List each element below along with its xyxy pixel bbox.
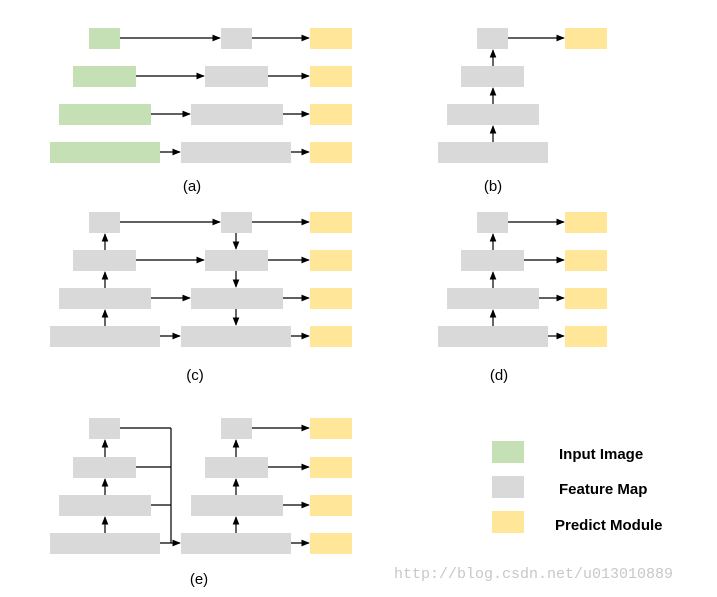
legend: Input Image Feature Map Predict Module [492, 441, 663, 534]
watermark: http://blog.csdn.net/u013010889 [394, 566, 674, 583]
predict-module-box [565, 288, 607, 309]
panel-label-c: (c) [186, 367, 204, 384]
panel-d: (d) [438, 212, 607, 384]
predict-module-box [310, 104, 352, 125]
input-image-box [89, 28, 120, 49]
predict-module-box [565, 250, 607, 271]
feature-map-box [89, 212, 120, 233]
feature-map-box [221, 418, 252, 439]
input-image-box [73, 66, 136, 87]
predict-module-box [310, 250, 352, 271]
predict-module-box [310, 288, 352, 309]
panel-label-d: (d) [490, 367, 508, 384]
feature-map-box [221, 28, 252, 49]
feature-map-box [221, 212, 252, 233]
legend-label-feature: Feature Map [559, 481, 647, 498]
feature-map-box [447, 104, 539, 125]
feature-map-box [438, 142, 548, 163]
legend-swatch-input [492, 441, 524, 463]
feature-map-box [205, 66, 268, 87]
predict-module-box [310, 457, 352, 478]
panel-label-a: (a) [183, 178, 201, 195]
panel-label-e: (e) [190, 571, 208, 588]
feature-map-box [181, 326, 291, 347]
feature-map-box [438, 326, 548, 347]
legend-label-predict: Predict Module [555, 517, 663, 534]
feature-map-box [50, 326, 160, 347]
predict-module-box [310, 28, 352, 49]
feature-map-box [59, 495, 151, 516]
feature-map-box [50, 533, 160, 554]
predict-module-box [310, 66, 352, 87]
feature-map-box [191, 288, 283, 309]
feature-map-box [191, 495, 283, 516]
feature-map-box [461, 250, 524, 271]
predict-module-box [565, 326, 607, 347]
feature-map-box [73, 250, 136, 271]
panel-label-b: (b) [484, 178, 502, 195]
feature-map-box [205, 457, 268, 478]
feature-map-box [89, 418, 120, 439]
feature-map-box [73, 457, 136, 478]
feature-map-box [461, 66, 524, 87]
feature-map-box [477, 212, 508, 233]
panel-a: (a) [50, 28, 352, 195]
predict-module-box [310, 212, 352, 233]
feature-map-box [59, 288, 151, 309]
feature-map-box [447, 288, 539, 309]
predict-module-box [310, 418, 352, 439]
feature-map-box [181, 533, 291, 554]
feature-map-box [205, 250, 268, 271]
input-image-box [59, 104, 151, 125]
predict-module-box [310, 326, 352, 347]
legend-label-input: Input Image [559, 446, 643, 463]
predict-module-box [310, 533, 352, 554]
input-image-box [50, 142, 160, 163]
panel-c: (c) [50, 212, 352, 384]
feature-map-box [191, 104, 283, 125]
legend-swatch-feature [492, 476, 524, 498]
predict-module-box [310, 142, 352, 163]
panel-b: (b) [438, 28, 607, 195]
predict-module-box [310, 495, 352, 516]
panel-e: (e) [50, 418, 352, 588]
feature-map-box [477, 28, 508, 49]
predict-module-box [565, 212, 607, 233]
legend-swatch-predict [492, 511, 524, 533]
predict-module-box [565, 28, 607, 49]
feature-map-box [181, 142, 291, 163]
